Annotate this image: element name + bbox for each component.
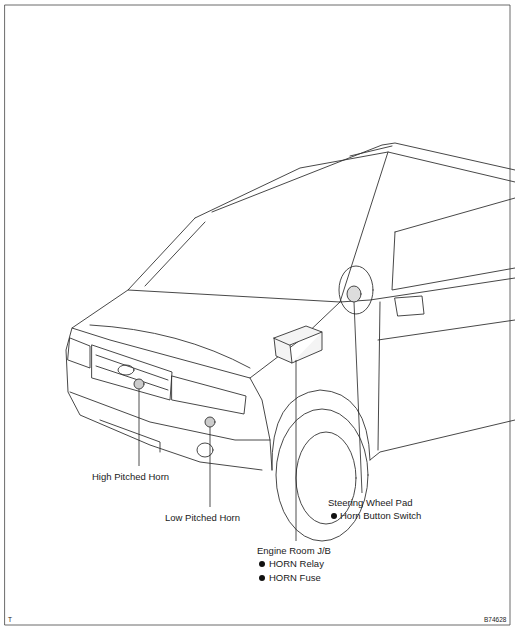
headlight [172,376,246,414]
hood [72,290,340,378]
grille [92,345,172,400]
grille-bar [96,355,168,390]
component-label: Horn Button Switch [340,510,421,521]
door-line [378,302,380,450]
leader-line [139,389,140,466]
horn-symbol [205,417,215,427]
side-window [392,198,515,290]
roof-line [195,152,515,218]
bullet-symbol [259,575,265,581]
body-side [340,278,515,302]
leader-line [354,302,362,493]
bumper-line [100,420,160,452]
fender [250,378,272,470]
frame-border [5,5,510,625]
part-label: Steering Wheel Pad [328,497,413,508]
emblem [118,365,134,375]
part-label: Engine Room J/B [257,545,331,556]
figure-code: B74628 [484,616,506,624]
steering-wheel [339,266,373,314]
leader-line [296,360,297,541]
component-label: HORN Relay [269,558,324,569]
windshield-edge [145,222,205,286]
roof-rail [212,143,515,212]
bullet-symbol [259,561,265,567]
roof-rail [350,146,392,156]
body-side [370,420,515,460]
leader-line [210,427,211,507]
part-label: Low Pitched Horn [165,512,240,523]
page-mark: T [8,616,12,624]
bumper-line [70,392,270,440]
junction-block [274,326,322,363]
part-label: High Pitched Horn [92,471,169,482]
horn-symbol [134,379,144,389]
steering-pad [347,286,361,302]
body-crease [378,320,515,340]
front-body [66,328,262,470]
tire [276,409,368,541]
bullet-symbol [331,513,337,519]
headlight [68,338,90,368]
fog-light [197,443,213,457]
windshield [128,152,388,302]
component-label: HORN Fuse [269,572,321,583]
mirror [395,296,424,316]
